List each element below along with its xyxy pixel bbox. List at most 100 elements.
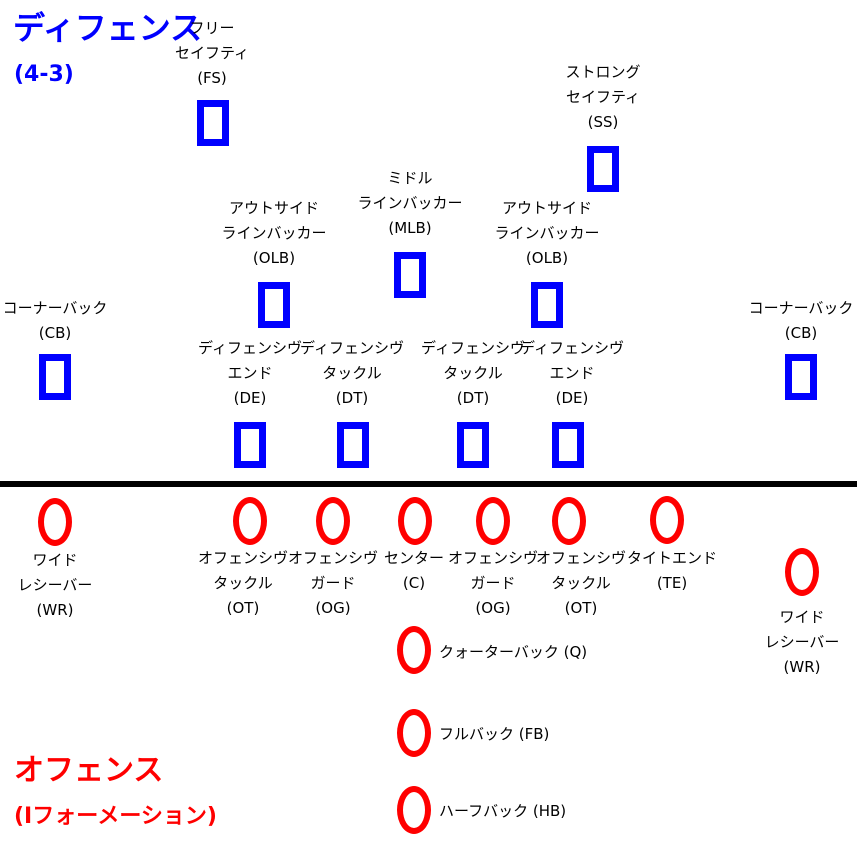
dt-right-label: ディフェンシヴ タックル (DT) (421, 336, 525, 411)
label-line: セイフティ (565, 88, 641, 106)
label-line: ミドル (387, 169, 433, 187)
hb-marker-icon (397, 786, 431, 834)
olb-right-label: アウトサイド ラインバッカー (OLB) (494, 196, 599, 271)
cb-left-label: コーナーバック (CB) (3, 296, 108, 346)
defense-title: ディフェンス (13, 9, 203, 47)
label-line: ラインバッカー (494, 224, 600, 242)
label-line: ラインバッカー (357, 194, 463, 212)
olb-left-marker-icon (258, 282, 290, 328)
label-line: (WR) (783, 658, 821, 676)
label-line: (FS) (197, 69, 227, 87)
label-line: ディフェンシヴ (520, 339, 624, 357)
label-line: (OG) (315, 599, 351, 617)
ss-marker-icon (587, 146, 619, 192)
mlb-marker-icon (394, 252, 426, 298)
label-line: コーナーバック (748, 299, 854, 317)
label-line: レシーバー (764, 633, 840, 651)
wr-left-marker-icon (38, 498, 72, 546)
label-line: (DE) (555, 389, 589, 407)
qb-label: クォーターバック (Q) (439, 643, 588, 661)
cb-left-marker-icon (39, 354, 71, 400)
offense-formation: (Iフォーメーション) (14, 804, 217, 829)
offense-title: オフェンス (14, 753, 164, 788)
de-left-label: ディフェンシヴ エンド (DE) (198, 336, 302, 411)
olb-right-marker-icon (531, 282, 563, 328)
wr-left-label: ワイド レシーバー (WR) (18, 548, 93, 623)
label-line: (MLB) (388, 219, 432, 237)
label-line: ワイド (779, 608, 825, 626)
olb-left-label: アウトサイド ラインバッカー (OLB) (221, 196, 326, 271)
de-right-marker-icon (552, 422, 584, 468)
label-line: (OLB) (252, 249, 296, 267)
label-line: コーナーバック (2, 299, 108, 317)
ot-left-marker-icon (233, 497, 267, 545)
og-right-label: オフェンシヴ ガード (OG) (448, 546, 538, 621)
label-line: フリー (189, 19, 235, 37)
label-line: アウトサイド (228, 199, 320, 217)
ot-left-label: オフェンシヴ タックル (OT) (198, 546, 288, 621)
defense-formation: (4-3) (14, 62, 74, 87)
label-line: ディフェンシヴ (198, 339, 302, 357)
label-line: (OT) (564, 599, 598, 617)
label-line: ガード (310, 574, 356, 592)
wr-right-marker-icon (785, 548, 819, 596)
label-line: ディフェンシヴ (421, 339, 525, 357)
wr-right-label: ワイド レシーバー (WR) (765, 605, 840, 680)
label-line: セイフティ (174, 44, 250, 62)
fb-marker-icon (397, 709, 431, 757)
label-line: センター (383, 549, 445, 567)
de-left-marker-icon (234, 422, 266, 468)
dt-left-label: ディフェンシヴ タックル (DT) (300, 336, 404, 411)
label-line: ガード (470, 574, 516, 592)
fs-marker-icon (197, 100, 229, 146)
label-line: (TE) (656, 574, 688, 592)
label-line: (OG) (475, 599, 511, 617)
label-line: タックル (443, 364, 503, 382)
label-line: (C) (402, 574, 426, 592)
dt-right-marker-icon (457, 422, 489, 468)
center-label: センター (C) (384, 546, 444, 596)
label-line: オフェンシヴ (535, 549, 627, 567)
label-line: オフェンシヴ (197, 549, 289, 567)
label-line: (CB) (38, 324, 72, 342)
hb-label: ハーフバック (HB) (439, 802, 567, 820)
label-line: タックル (213, 574, 273, 592)
cb-right-label: コーナーバック (CB) (749, 296, 854, 346)
qb-marker-icon (397, 626, 431, 674)
de-right-label: ディフェンシヴ エンド (DE) (520, 336, 624, 411)
label-line: ディフェンシヴ (300, 339, 404, 357)
fs-label: フリー セイフティ (FS) (175, 16, 249, 91)
label-line: ワイド (32, 551, 78, 569)
label-line: ストロング (565, 63, 641, 81)
og-left-label: オフェンシヴ ガード (OG) (288, 546, 378, 621)
ot-right-marker-icon (552, 497, 586, 545)
label-line: (DT) (456, 389, 490, 407)
label-line: ラインバッカー (221, 224, 327, 242)
label-line: アウトサイド (501, 199, 593, 217)
label-line: オフェンシヴ (447, 549, 539, 567)
label-line: (DT) (335, 389, 369, 407)
te-label: タイトエンド (TE) (627, 546, 717, 596)
label-line: タックル (551, 574, 611, 592)
cb-right-marker-icon (785, 354, 817, 400)
label-line: エンド (227, 364, 273, 382)
label-line: (CB) (784, 324, 818, 342)
dt-left-marker-icon (337, 422, 369, 468)
label-line: (OLB) (525, 249, 569, 267)
label-line: オフェンシヴ (287, 549, 379, 567)
og-left-marker-icon (316, 497, 350, 545)
label-line: (WR) (36, 601, 74, 619)
ss-label: ストロング セイフティ (SS) (565, 60, 640, 135)
label-line: タックル (322, 364, 382, 382)
label-line: (SS) (587, 113, 619, 131)
label-line: タイトエンド (626, 549, 718, 567)
fb-label: フルバック (FB) (439, 725, 550, 743)
label-line: レシーバー (17, 576, 93, 594)
og-right-marker-icon (476, 497, 510, 545)
ot-right-label: オフェンシヴ タックル (OT) (536, 546, 626, 621)
te-marker-icon (650, 496, 684, 544)
label-line: (OT) (226, 599, 260, 617)
mlb-label: ミドル ラインバッカー (MLB) (357, 166, 462, 241)
line-of-scrimmage (0, 481, 857, 487)
center-marker-icon (398, 497, 432, 545)
